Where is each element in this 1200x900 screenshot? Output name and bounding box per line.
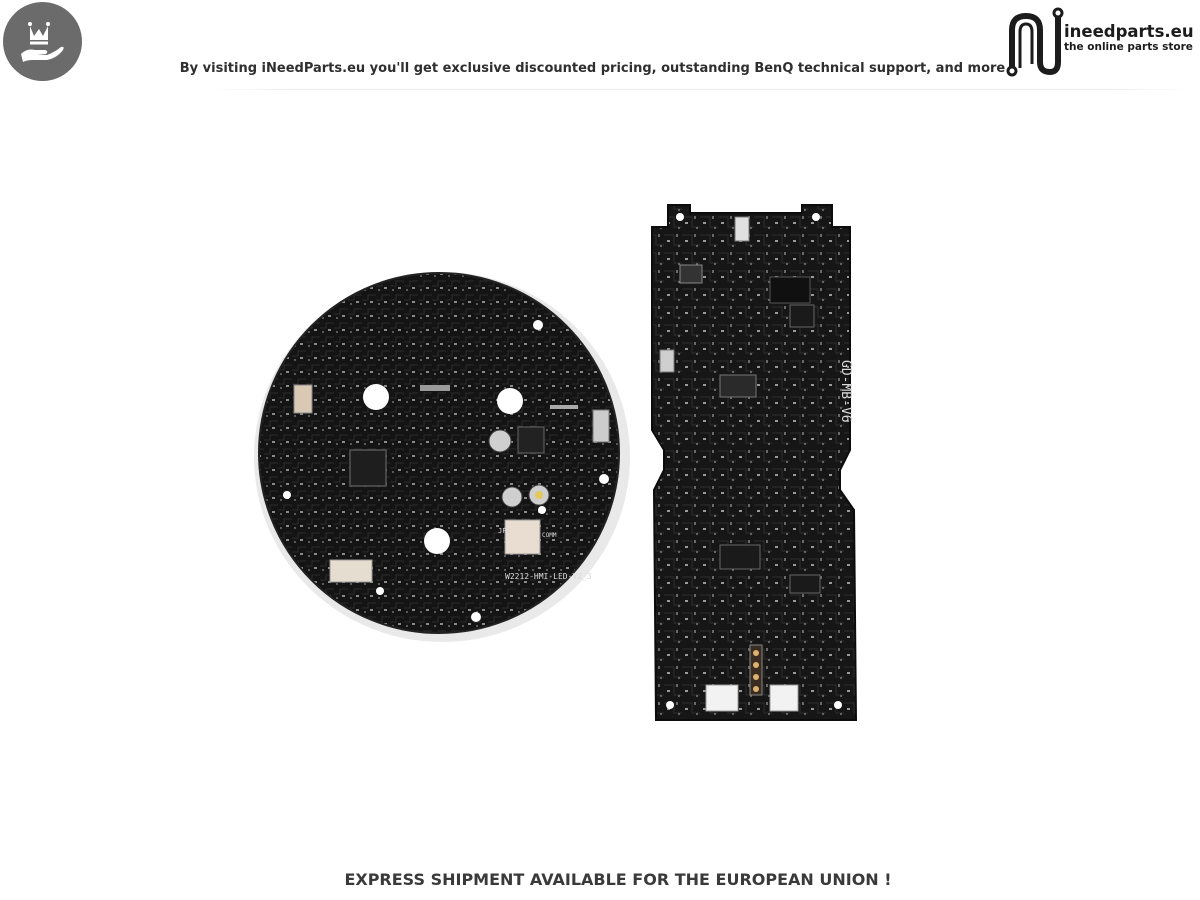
round-board-label: W2212-HMI-LED-V2_3 <box>505 572 592 581</box>
product-photo: W2212-HMI-LED-V2_3 JP2 COMM GD-MB-V6 <box>254 204 858 721</box>
logo-subtitle: the online parts store <box>1064 41 1193 53</box>
comm-label: COMM <box>542 532 557 539</box>
long-board-label: GD-MB-V6 <box>838 360 853 423</box>
round-pcb-board: W2212-HMI-LED-V2_3 JP2 COMM <box>254 272 630 642</box>
ineedparts-logo[interactable]: ineedparts.eu the online parts store <box>1000 2 1196 80</box>
crown-hand-icon <box>21 22 64 62</box>
shipping-notice: EXPRESS SHIPMENT AVAILABLE FOR THE EUROP… <box>344 870 892 889</box>
rectangular-pcb-board: GD-MB-V6 <box>651 204 858 721</box>
logo-name: ineedparts.eu <box>1064 22 1194 41</box>
connector-label: JP2 <box>498 527 511 535</box>
header-divider <box>210 89 1190 90</box>
circuit-n-icon <box>1006 7 1064 77</box>
header-tagline: By visiting iNeedParts.eu you'll get exc… <box>179 61 1006 76</box>
crown-hand-badge <box>3 2 82 81</box>
